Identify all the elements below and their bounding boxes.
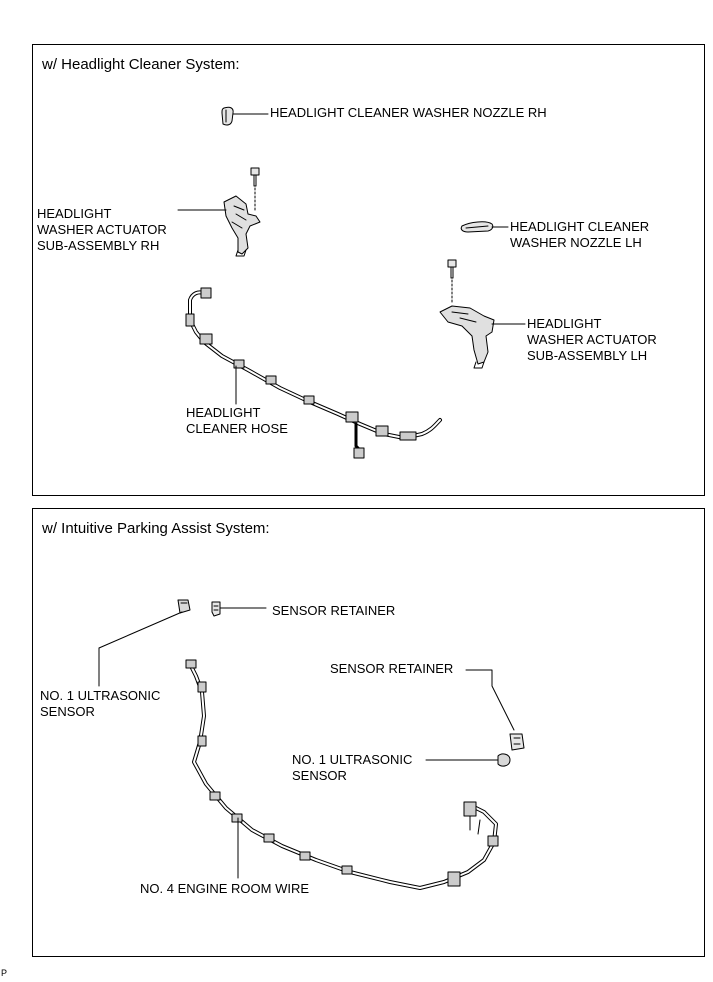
label-sensor-retainer-right: SENSOR RETAINER [330, 661, 454, 676]
headlight-cleaner-panel: w/ Headlight Cleaner System: [32, 44, 705, 496]
actuator-rh-part [223, 195, 261, 257]
leader-ultrasonic-sensor-left [98, 611, 183, 687]
engine-room-wire-part [185, 659, 499, 890]
bolt-lh-part [447, 259, 457, 279]
sensor-retainer-top-part [211, 601, 221, 617]
leader-sensor-retainer-right [465, 669, 515, 731]
label-ultrasonic-sensor-right: NO. 1 ULTRASONIC SENSOR [292, 752, 413, 783]
label-ultrasonic-sensor-left: NO. 1 ULTRASONIC SENSOR [40, 688, 161, 719]
label-nozzle-lh: HEADLIGHT CLEANER WASHER NOZZLE LH [510, 219, 650, 250]
label-actuator-lh: HEADLIGHT WASHER ACTUATOR SUB-ASSEMBLY L… [527, 316, 657, 363]
parking-assist-panel: w/ Intuitive Parking Assist System: [32, 508, 705, 957]
actuator-lh-part [439, 305, 495, 369]
label-actuator-rh: HEADLIGHT WASHER ACTUATOR SUB-ASSEMBLY R… [37, 206, 167, 253]
label-engine-room-wire: NO. 4 ENGINE ROOM WIRE [140, 881, 310, 896]
cleaner-hose-part [185, 287, 442, 459]
label-cleaner-hose: HEADLIGHT CLEANER HOSE [186, 405, 288, 436]
sensor-retainer-right-part [509, 733, 525, 751]
ultrasonic-sensor-left-part [177, 599, 191, 614]
nozzle-rh-part [221, 106, 234, 126]
nozzle-lh-part [460, 221, 494, 233]
headlight-cleaner-heading: w/ Headlight Cleaner System: [42, 56, 240, 73]
parking-assist-heading: w/ Intuitive Parking Assist System: [42, 520, 270, 537]
label-sensor-retainer-top: SENSOR RETAINER [272, 603, 396, 618]
label-nozzle-rh: HEADLIGHT CLEANER WASHER NOZZLE RH [270, 105, 547, 120]
ultrasonic-sensor-right-part [497, 753, 511, 767]
bolt-rh-part [250, 167, 260, 187]
footer-code: P [1, 968, 8, 978]
